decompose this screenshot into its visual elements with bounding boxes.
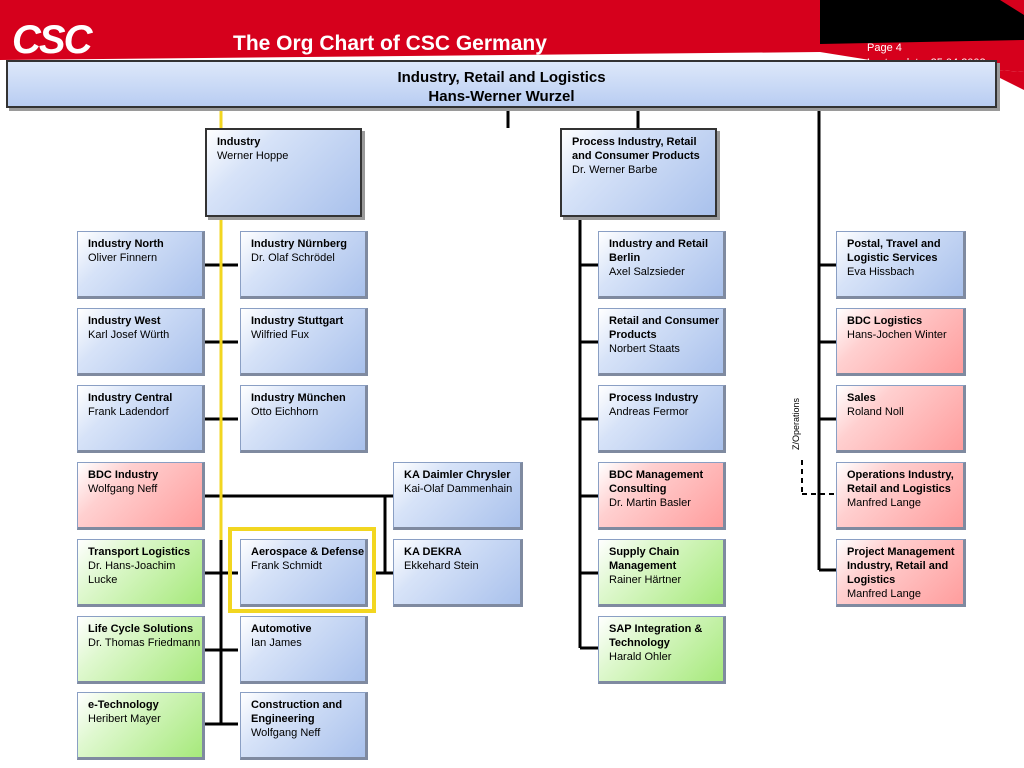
unit-manager: Kai-Olaf Dammenhain: [404, 483, 513, 495]
unit-manager: Werner Hoppe: [217, 150, 289, 162]
unit-box-postal-travel-logistic: Postal, Travel and Logistic Services Eva…: [836, 231, 966, 299]
unit-title: Process Industry, Retail and Consumer Pr…: [572, 136, 700, 162]
unit-title: KA DEKRA: [404, 546, 462, 558]
unit-title: Industry: [217, 136, 261, 148]
unit-manager: Harald Ohler: [609, 651, 672, 663]
csc-logo: CSC: [12, 18, 92, 62]
division-unit: Industry, Retail and Logistics: [397, 69, 606, 86]
unit-box-operations: Operations Industry, Retail and Logistic…: [836, 462, 966, 530]
unit-manager: Manfred Lange: [847, 497, 921, 509]
unit-manager: Hans-Jochen Winter: [847, 329, 947, 341]
unit-title: Industry West: [88, 315, 161, 327]
unit-title: Process Industry: [609, 392, 699, 404]
unit-manager: Axel Salzsieder: [609, 266, 685, 278]
unit-box-life-cycle-solutions: Life Cycle Solutions Dr. Thomas Friedman…: [77, 616, 205, 684]
unit-box-sales: Sales Roland Noll: [836, 385, 966, 453]
unit-manager: Norbert Staats: [609, 343, 680, 355]
unit-title: BDC Logistics: [847, 315, 923, 327]
unit-box-automotive: Automotive Ian James: [240, 616, 368, 684]
unit-title: Transport Logistics: [88, 546, 191, 558]
unit-manager: Karl Josef Würth: [88, 329, 170, 341]
unit-box-industry-nuernberg: Industry Nürnberg Dr. Olaf Schrödel: [240, 231, 368, 299]
unit-manager: Dr. Martin Basler: [609, 497, 691, 509]
unit-title: Retail and Consumer Products: [609, 315, 720, 341]
page-title: The Org Chart of CSC Germany: [233, 32, 547, 55]
unit-title: BDC Management Consulting: [609, 469, 704, 495]
unit-title: Aerospace & Defense: [251, 546, 365, 558]
unit-title: Industry München: [251, 392, 346, 404]
unit-manager: Heribert Mayer: [88, 713, 161, 725]
z-operations-label: Z/Operations: [791, 397, 801, 450]
unit-manager: Andreas Fermor: [609, 406, 689, 418]
unit-title: Sales: [847, 392, 876, 404]
page-number: Page 4: [867, 42, 902, 54]
unit-box-process-industry: Process Industry Andreas Fermor: [598, 385, 726, 453]
unit-manager: Rainer Härtner: [609, 574, 682, 586]
unit-box-industry-west: Industry West Karl Josef Würth: [77, 308, 205, 376]
unit-box-ka-daimler-chrysler: KA Daimler Chrysler Kai-Olaf Dammenhain: [393, 462, 523, 530]
unit-title: Automotive: [251, 623, 312, 635]
unit-title: Industry and Retail Berlin: [609, 238, 709, 264]
unit-manager: Frank Ladendorf: [88, 406, 169, 418]
division-head: Hans-Werner Wurzel: [428, 88, 575, 105]
unit-manager: Wolfgang Neff: [251, 727, 321, 739]
unit-manager: Dr. Olaf Schrödel: [251, 252, 335, 264]
unit-box-industry-retail-berlin: Industry and Retail Berlin Axel Salzsied…: [598, 231, 726, 299]
unit-title: Project Management Industry, Retail and …: [847, 546, 955, 586]
unit-box-e-technology: e-Technology Heribert Mayer: [77, 692, 205, 760]
unit-box-process-retail-consumer: Process Industry, Retail and Consumer Pr…: [560, 128, 717, 217]
unit-title: Life Cycle Solutions: [88, 623, 194, 635]
unit-manager: Dr. Werner Barbe: [572, 164, 658, 176]
unit-box-construction-engineering: Construction and Engineering Wolfgang Ne…: [240, 692, 368, 760]
unit-box-industry: Industry Werner Hoppe: [205, 128, 362, 217]
unit-box-industry-stuttgart: Industry Stuttgart Wilfried Fux: [240, 308, 368, 376]
unit-manager: Roland Noll: [847, 406, 904, 418]
unit-title: Supply Chain Management: [609, 546, 680, 572]
unit-box-ka-dekra: KA DEKRA Ekkehard Stein: [393, 539, 523, 607]
unit-manager: Oliver Finnern: [88, 252, 158, 264]
unit-title: SAP Integration & Technology: [609, 623, 703, 649]
unit-manager: Ekkehard Stein: [404, 560, 479, 572]
unit-title: KA Daimler Chrysler: [404, 469, 511, 481]
unit-manager: Otto Eichhorn: [251, 406, 319, 418]
unit-manager: Wolfgang Neff: [88, 483, 158, 495]
unit-box-retail-consumer-products: Retail and Consumer Products Norbert Sta…: [598, 308, 726, 376]
unit-title: Industry North: [88, 238, 164, 250]
unit-title: Postal, Travel and Logistic Services: [847, 238, 941, 264]
unit-title: BDC Industry: [88, 469, 159, 481]
unit-box-aerospace-defense: Aerospace & Defense Frank Schmidt: [240, 539, 368, 607]
unit-title: Industry Central: [88, 392, 173, 404]
division-header-box: Industry, Retail and Logistics Hans-Wern…: [6, 60, 997, 108]
unit-manager: Dr. Thomas Friedmann: [88, 637, 201, 649]
unit-box-industry-north: Industry North Oliver Finnern: [77, 231, 205, 299]
unit-manager: Ian James: [251, 637, 302, 649]
unit-title: e-Technology: [88, 699, 159, 711]
unit-box-industry-central: Industry Central Frank Ladendorf: [77, 385, 205, 453]
unit-manager: Eva Hissbach: [847, 266, 915, 278]
unit-box-industry-muenchen: Industry München Otto Eichhorn: [240, 385, 368, 453]
unit-title: Industry Stuttgart: [251, 315, 344, 327]
unit-manager: Wilfried Fux: [251, 329, 310, 341]
unit-box-transport-logistics: Transport Logistics Dr. Hans-Joachim Luc…: [77, 539, 205, 607]
unit-title: Industry Nürnberg: [251, 238, 347, 250]
unit-box-sap-integration-technology: SAP Integration & Technology Harald Ohle…: [598, 616, 726, 684]
unit-box-bdc-logistics: BDC Logistics Hans-Jochen Winter: [836, 308, 966, 376]
highlight-frame: [228, 527, 376, 613]
unit-manager: Dr. Hans-Joachim Lucke: [88, 560, 176, 586]
unit-box-bdc-industry: BDC Industry Wolfgang Neff: [77, 462, 205, 530]
unit-manager: Manfred Lange: [847, 588, 921, 600]
unit-box-supply-chain-management: Supply Chain Management Rainer Härtner: [598, 539, 726, 607]
unit-box-project-management: Project Management Industry, Retail and …: [836, 539, 966, 607]
unit-manager: Frank Schmidt: [251, 560, 322, 572]
unit-box-bdc-management-consulting: BDC Management Consulting Dr. Martin Bas…: [598, 462, 726, 530]
unit-title: Operations Industry, Retail and Logistic…: [847, 469, 954, 495]
unit-title: Construction and Engineering: [251, 699, 343, 725]
